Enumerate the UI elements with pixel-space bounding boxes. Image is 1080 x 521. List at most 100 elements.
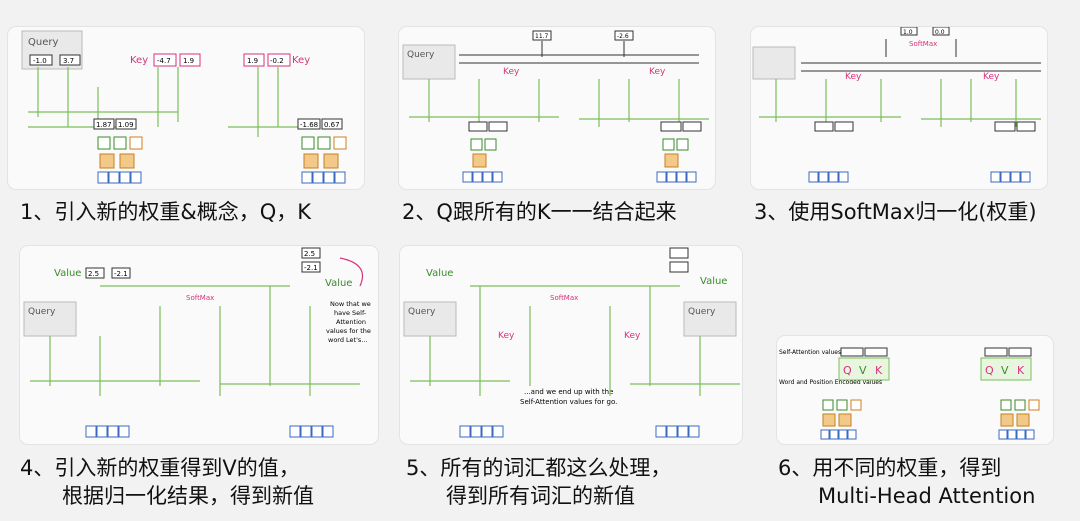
value-label-lets: Value (54, 268, 81, 279)
panel-2-query-key-combine: Query 11.7 -2.6 Key Key (399, 27, 715, 189)
caption-1-line-1: 1、引入新的权重&概念，Q，K (20, 200, 312, 224)
value-lets-2 (111, 267, 131, 279)
dot-lets-go (614, 30, 634, 41)
connection-lines (409, 79, 709, 127)
encoded-lets-2-text: 1.09 (118, 121, 134, 129)
query-label: Query (408, 307, 436, 317)
note-lets-attention: Now that we have Self- Attention values … (326, 300, 371, 344)
connection-lines (28, 67, 318, 137)
softmax-out-2 (932, 27, 950, 36)
encoded-lets-1 (93, 118, 115, 130)
key-label-lets: Key (130, 55, 148, 66)
diagram-4: Value 2.5 -2.1 2.5 -2.1 Value SoftMax Qu… (23, 247, 371, 438)
qvk-v: V (859, 364, 867, 377)
key-go-1 (243, 53, 265, 67)
panel-6-multi-head: Self-Attention values Word and Position … (777, 336, 1053, 444)
value-label-go: Value (325, 278, 352, 289)
encoded-go-2 (321, 118, 343, 130)
curved-arrow (339, 257, 364, 287)
key-go-2 (267, 53, 291, 67)
dot-product-lines (459, 41, 699, 64)
encoded-go-2 (682, 121, 702, 132)
encoded-go-1-text: -1.68 (300, 121, 318, 129)
note-go-attention: ...and we end up with the Self-Attention… (520, 388, 617, 406)
dot-lets-lets (532, 30, 552, 41)
query-label: Query (407, 50, 435, 60)
key-go-2-text: -0.2 (270, 57, 284, 65)
qvk-k-go: K (1017, 364, 1025, 377)
key-value-2-text: 1.9 (183, 57, 194, 65)
softmax-out-1-text: 1.0 (903, 29, 913, 36)
caption-5-line-2: 得到所有词汇的新值 (446, 484, 635, 508)
query-box (23, 301, 77, 337)
encoded-lets-1 (468, 121, 488, 132)
dot-product-lines (801, 39, 1041, 72)
dot-lets-lets-text: 11.7 (535, 33, 549, 40)
caption-3: 3、使用SoftMax归一化(权重) (754, 198, 1037, 226)
query-box (752, 46, 796, 80)
embedding-blocks (470, 138, 689, 168)
qvk-k: K (875, 364, 883, 377)
query-box-lets (403, 301, 457, 337)
key-label-go: Key (624, 331, 641, 341)
softmax-out-2-text: 0.0 (935, 29, 945, 36)
p6-attn-lets-1 (840, 347, 864, 357)
onehot-inputs (459, 425, 700, 438)
caption-4-line-2: 根据归一化结果，得到新值 (62, 484, 314, 508)
encoded-lets-1 (814, 121, 834, 132)
diagram-5: Value Value SoftMax Query Query Key Key … (403, 247, 740, 438)
caption-3-line-1: 3、使用SoftMax归一化(权重) (754, 200, 1037, 224)
onehot-lets (97, 171, 142, 184)
softmax-label: SoftMax (909, 40, 937, 48)
encoded-lets-2 (488, 121, 508, 132)
query-box-go (683, 301, 737, 337)
note4-line-2: have Self- (334, 309, 367, 317)
key-label-go: Key (292, 55, 310, 66)
qvk-v-go: V (1001, 364, 1009, 377)
key-label-lets: Key (503, 67, 520, 77)
attention-out-1-text: 2.5 (304, 250, 315, 258)
note4-line-1: Now that we (330, 300, 371, 308)
key-label-lets: Key (498, 331, 515, 341)
encoded-go-1 (660, 121, 682, 132)
key-label-go: Key (983, 72, 1000, 82)
key-go-1-text: 1.9 (247, 57, 258, 65)
onehot-go (301, 171, 346, 184)
caption-2: 2、Q跟所有的K一一结合起来 (402, 198, 677, 226)
softmax-out-1 (900, 27, 918, 36)
query-label: Query (28, 37, 58, 48)
key-value-1-text: -4.7 (157, 57, 171, 65)
dot-lets-go-text: -2.6 (617, 33, 629, 40)
qvk-box-lets (838, 357, 890, 381)
key-value-2 (179, 53, 201, 67)
qvk-q: Q (843, 364, 852, 377)
value-lets-1 (85, 267, 105, 279)
encoded-lets-2 (115, 118, 137, 130)
embedding-blocks (97, 136, 347, 169)
note4-line-4: values for the (326, 327, 371, 335)
query-value-2-text: 3.7 (63, 57, 74, 65)
diagram-3: 1.0 0.0 SoftMax Key Key (752, 27, 1041, 183)
caption-4: 4、引入新的权重得到V的值， 根据归一化结果，得到新值 (20, 454, 314, 510)
caption-2-line-1: 2、Q跟所有的K一一结合起来 (402, 200, 677, 224)
caption-5: 5、所有的词汇都这么处理， 得到所有词汇的新值 (406, 454, 671, 510)
diagram-6: Self-Attention values Word and Position … (779, 347, 1040, 440)
attention-out-2 (669, 261, 689, 273)
diagram-2: Query 11.7 -2.6 Key Key (402, 30, 709, 183)
attention-out-2-text: -2.1 (304, 264, 318, 272)
onehot-inputs (808, 171, 1031, 183)
label-word-position: Word and Position Encoded values (779, 379, 882, 386)
panel-1-query-key-intro: Query -1.0 3.7 Key -4.7 1.9 1.9 -0.2 Key… (8, 27, 364, 189)
panel-4-value-weighted: Value 2.5 -2.1 2.5 -2.1 Value SoftMax Qu… (20, 246, 378, 444)
query-value-1-text: -1.0 (33, 57, 47, 65)
query-value-1 (29, 54, 53, 66)
query-value-2 (59, 54, 81, 66)
p6-onehot-inputs (820, 429, 1035, 440)
label-self-attention: Self-Attention values (779, 349, 841, 356)
encoded-lets-2 (834, 121, 854, 132)
softmax-label: SoftMax (550, 294, 578, 302)
qvk-box-go (980, 357, 1032, 381)
onehot-inputs (462, 171, 697, 183)
value-lets-1-text: 2.5 (88, 270, 99, 278)
value-label-lets: Value (426, 268, 453, 279)
